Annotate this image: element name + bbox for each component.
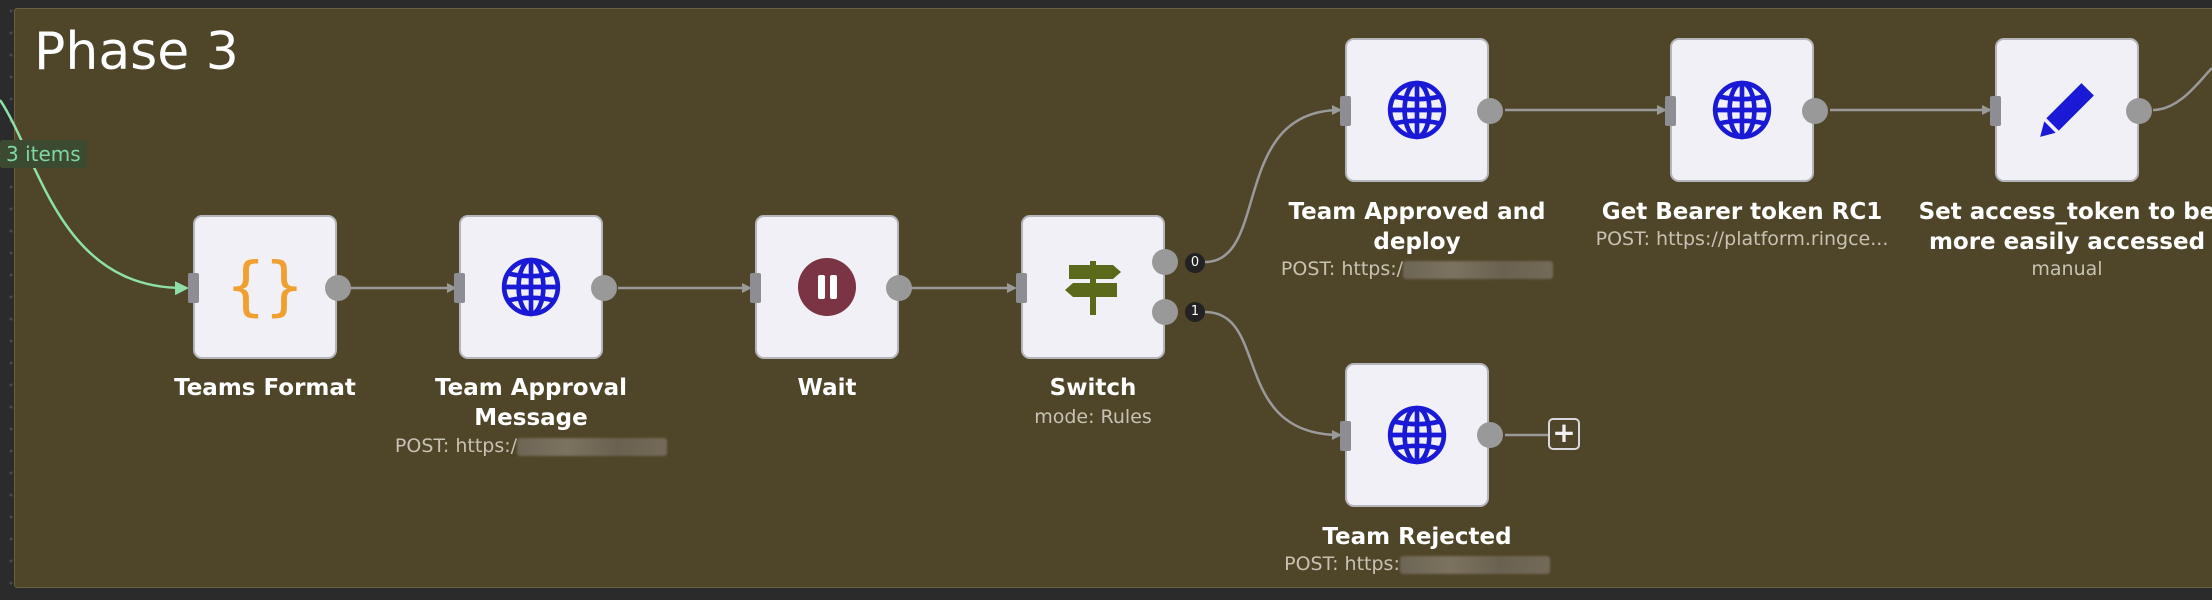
node-team-approval-message[interactable]	[459, 215, 603, 359]
globe-icon	[1712, 80, 1772, 140]
output-handle[interactable]	[325, 275, 351, 301]
input-handle[interactable]	[454, 273, 465, 303]
node-subtitle: manual	[2031, 258, 2103, 280]
wire-switch-rejected	[1204, 310, 1342, 440]
output-handle[interactable]	[886, 275, 912, 301]
node-label: Set access_token to be more easily acces…	[1918, 199, 2212, 255]
node-subtitle: POST: https:	[1257, 552, 1577, 576]
code-braces-icon: {}	[226, 250, 304, 324]
connection-items-badge: 3 items	[0, 140, 87, 168]
input-handle[interactable]	[1340, 96, 1351, 126]
incoming-wire	[0, 99, 189, 296]
input-handle[interactable]	[1990, 96, 2001, 126]
output-handle-1[interactable]	[1152, 299, 1178, 325]
input-handle[interactable]	[188, 273, 199, 303]
wire-set-out	[2152, 67, 2212, 112]
node-team-rejected[interactable]	[1345, 363, 1489, 507]
node-get-bearer-token[interactable]	[1670, 38, 1814, 182]
node-subtitle: POST: https:/	[1257, 257, 1577, 281]
add-node-button[interactable]: +	[1548, 418, 1580, 450]
sticky-title: Phase 3	[34, 22, 239, 82]
signpost-icon	[1065, 261, 1121, 315]
node-label: Wait	[797, 375, 857, 401]
output-handle[interactable]	[591, 275, 617, 301]
node-label: Team Rejected	[1322, 524, 1512, 550]
node-label: Team Approved and deploy	[1288, 199, 1546, 255]
output-index: 1	[1185, 302, 1205, 322]
node-label: Team Approval Message	[435, 375, 627, 431]
node-teams-format[interactable]: {}	[193, 215, 337, 359]
globe-icon	[1387, 80, 1447, 140]
node-wait[interactable]	[755, 215, 899, 359]
output-index: 0	[1185, 253, 1205, 273]
node-subtitle: mode: Rules	[1034, 406, 1152, 428]
node-switch[interactable]	[1021, 215, 1165, 359]
node-label: Teams Format	[174, 375, 356, 401]
input-handle[interactable]	[1665, 96, 1676, 126]
input-handle[interactable]	[1016, 273, 1027, 303]
input-handle[interactable]	[750, 273, 761, 303]
node-team-approved-and-deploy[interactable]	[1345, 38, 1489, 182]
redacted-url	[1403, 260, 1554, 279]
pencil-icon	[2040, 83, 2094, 137]
pause-icon	[798, 258, 856, 316]
node-label: Switch	[1049, 375, 1137, 401]
globe-icon	[1387, 405, 1447, 465]
wire-switch-approved	[1204, 105, 1342, 264]
node-subtitle: POST: https:/	[371, 434, 691, 458]
input-handle[interactable]	[1340, 421, 1351, 451]
output-handle-0[interactable]	[1152, 249, 1178, 275]
globe-icon	[501, 257, 561, 317]
output-handle[interactable]	[1802, 98, 1828, 124]
node-subtitle: POST: https://platform.ringce...	[1595, 228, 1889, 250]
output-handle[interactable]	[1477, 422, 1503, 448]
output-handle[interactable]	[2126, 98, 2152, 124]
node-label: Get Bearer token RC1	[1601, 199, 1883, 225]
node-set-access-token[interactable]	[1995, 38, 2139, 182]
redacted-url	[1399, 555, 1550, 574]
redacted-url	[517, 437, 668, 456]
output-handle[interactable]	[1477, 98, 1503, 124]
